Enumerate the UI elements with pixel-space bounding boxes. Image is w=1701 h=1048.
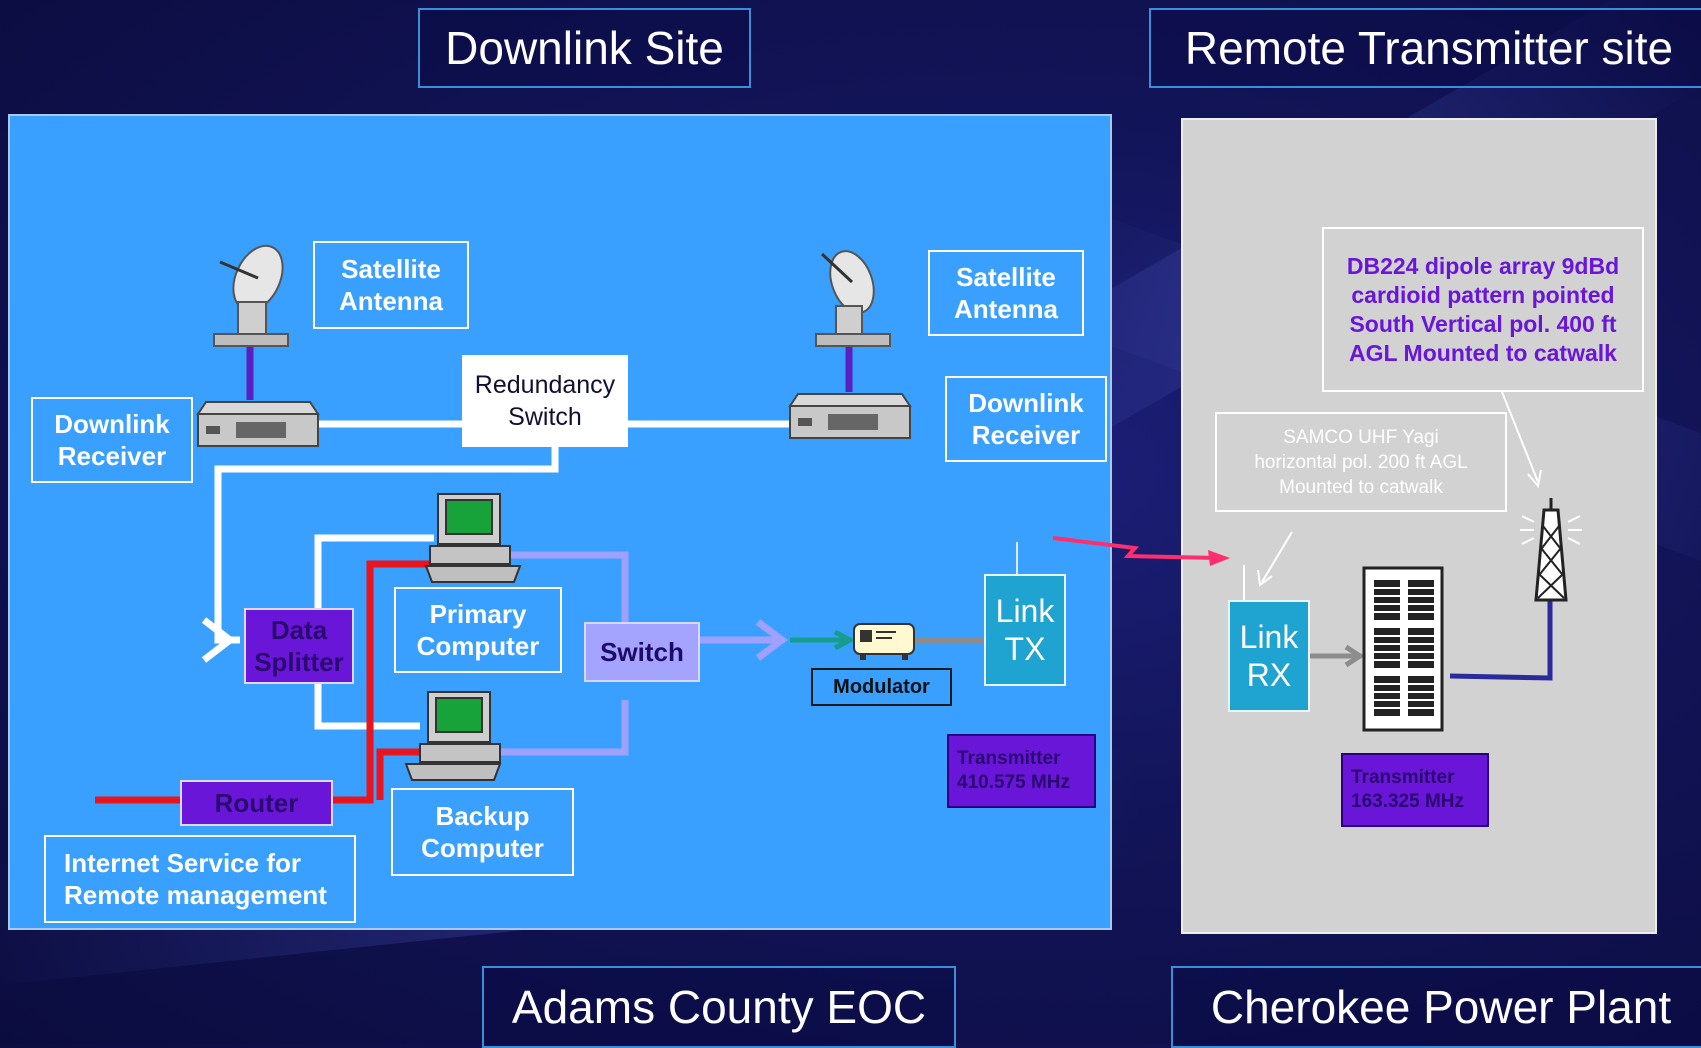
- switch: Switch: [584, 622, 700, 682]
- internet-service-label: Internet Service for Remote management: [44, 835, 356, 923]
- downlink-receiver-label-right: Downlink Receiver: [945, 376, 1107, 462]
- satellite-antenna-label-right: Satellite Antenna: [928, 250, 1084, 336]
- satellite-antenna-label-left: Satellite Antenna: [313, 241, 469, 329]
- downlink-receiver-label-left: Downlink Receiver: [31, 397, 193, 483]
- data-splitter: Data Splitter: [244, 608, 354, 684]
- receiver-box-icon: [788, 393, 912, 439]
- satellite-dish-icon: [815, 250, 891, 347]
- modulator-label: Modulator: [811, 668, 952, 706]
- primary-computer-label: Primary Computer: [394, 587, 562, 673]
- transmitter-remote: Transmitter 163.325 MHz: [1341, 753, 1489, 827]
- cherokee-power-plant-title: Cherokee Power Plant: [1171, 966, 1701, 1048]
- link-tx: Link TX: [984, 574, 1066, 686]
- tower-icon: [1520, 498, 1582, 602]
- receiver-box-icon: [196, 401, 320, 447]
- redundancy-switch: Redundancy Switch: [462, 355, 628, 447]
- transmitter-rack-icon: [1362, 566, 1444, 732]
- link-rx: Link RX: [1228, 600, 1310, 712]
- router: Router: [180, 780, 333, 826]
- computer-icon: [404, 691, 502, 781]
- transmitter-local: Transmitter 410.575 MHz: [947, 734, 1096, 808]
- db224-antenna-label: DB224 dipole array 9dBd cardioid pattern…: [1322, 227, 1644, 392]
- modulator-icon: [853, 623, 915, 660]
- samco-antenna-label: SAMCO UHF Yagi horizontal pol. 200 ft AG…: [1215, 412, 1507, 512]
- satellite-dish-icon: [213, 244, 289, 347]
- remote-transmitter-site-title: Remote Transmitter site: [1149, 8, 1701, 88]
- computer-icon: [424, 493, 522, 583]
- downlink-site-title: Downlink Site: [418, 8, 751, 88]
- backup-computer-label: Backup Computer: [391, 788, 574, 876]
